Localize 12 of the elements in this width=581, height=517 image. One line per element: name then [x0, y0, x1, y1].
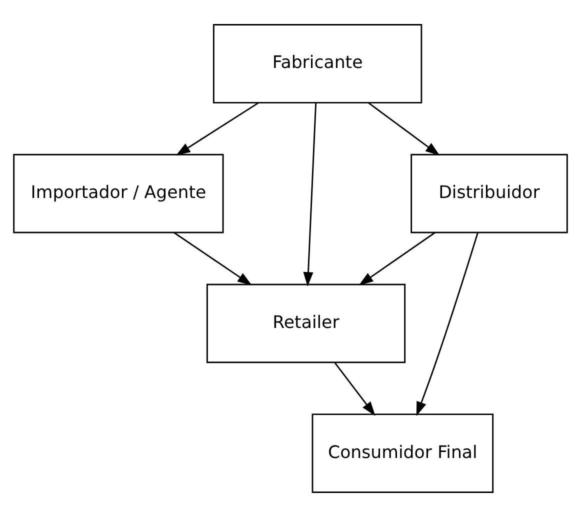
node-box: Distribuidor: [410, 154, 568, 234]
arrow: [303, 103, 317, 287]
arrow: [334, 362, 376, 416]
node-box: Consumidor Final: [312, 414, 494, 493]
arrow: [416, 232, 478, 416]
arrow: [176, 102, 259, 156]
node-box: Importador / Agente: [13, 154, 224, 234]
node-box: Fabricante: [212, 24, 422, 104]
arrow: [174, 232, 252, 286]
arrow: [358, 232, 436, 286]
node-box: Retailer: [206, 284, 406, 364]
arrow: [368, 102, 440, 156]
